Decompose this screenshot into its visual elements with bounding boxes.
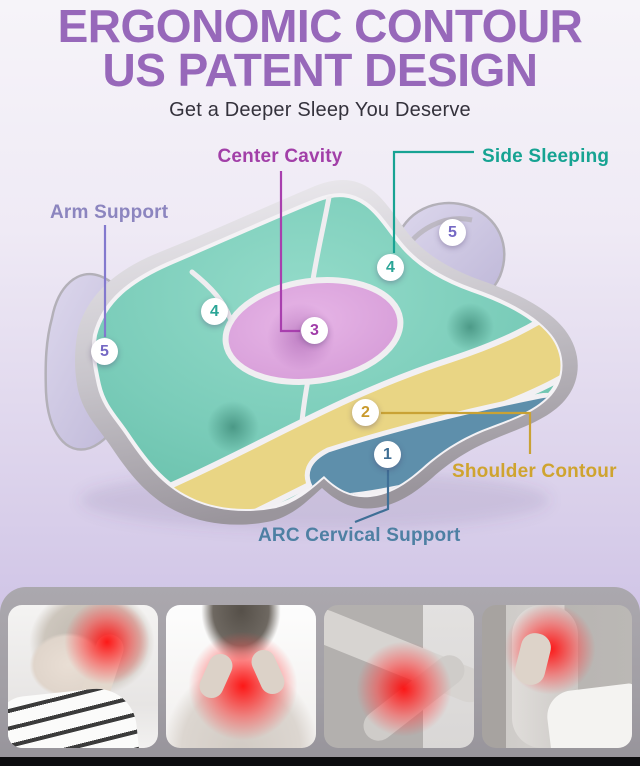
photo-shoulder-pain (482, 605, 632, 748)
badge-2-shoulder-contour: 2 (352, 399, 379, 426)
badge-5-arm-support-right: 5 (439, 219, 466, 246)
badge-4-side-sleeping-left: 4 (201, 298, 228, 325)
photo-headache (8, 605, 158, 748)
badge-3-center-cavity: 3 (301, 317, 328, 344)
photo-elbow-pain (324, 605, 474, 748)
striped-sweater (8, 684, 139, 748)
subtitle: Get a Deeper Sleep You Deserve (169, 99, 471, 121)
title-line-1: ERGONOMIC CONTOUR (57, 0, 583, 52)
badge-4-side-sleeping-right: 4 (377, 254, 404, 281)
badge-1-arc-cervical: 1 (374, 441, 401, 468)
side-sleeping-label: Side Sleeping (482, 146, 610, 167)
shoulder-contour-label: Shoulder Contour (452, 461, 617, 482)
pillow-diagram (44, 150, 578, 530)
callout-lines (103, 150, 532, 524)
shoulder-contour-band-fill (158, 305, 561, 509)
arm-support-label: Arm Support (50, 202, 169, 223)
pain-glow-head (64, 605, 150, 685)
title-line-2: US PATENT DESIGN (102, 44, 539, 96)
side-sleeping-line (392, 150, 474, 253)
pain-photos (8, 605, 632, 748)
shoulder-contour-line (381, 411, 532, 454)
arc-cervical-line (354, 470, 390, 524)
badge-5-arm-support-left: 5 (91, 338, 118, 365)
center-cavity-label: Center Cavity (217, 146, 343, 167)
dimple-left (207, 401, 259, 453)
dimple-right (446, 303, 494, 351)
center-cavity-line (279, 171, 300, 333)
page-title: ERGONOMIC CONTOUR US PATENT DESIGN (0, 0, 640, 96)
pain-photo-strip (0, 587, 640, 766)
photo-neck-pain (166, 605, 316, 748)
pain-glow-elbow (356, 641, 452, 737)
header: ERGONOMIC CONTOUR US PATENT DESIGN Get a… (0, 0, 640, 122)
strip-bottom-bar (0, 757, 640, 766)
arc-cervical-support-label: ARC Cervical Support (258, 525, 461, 546)
